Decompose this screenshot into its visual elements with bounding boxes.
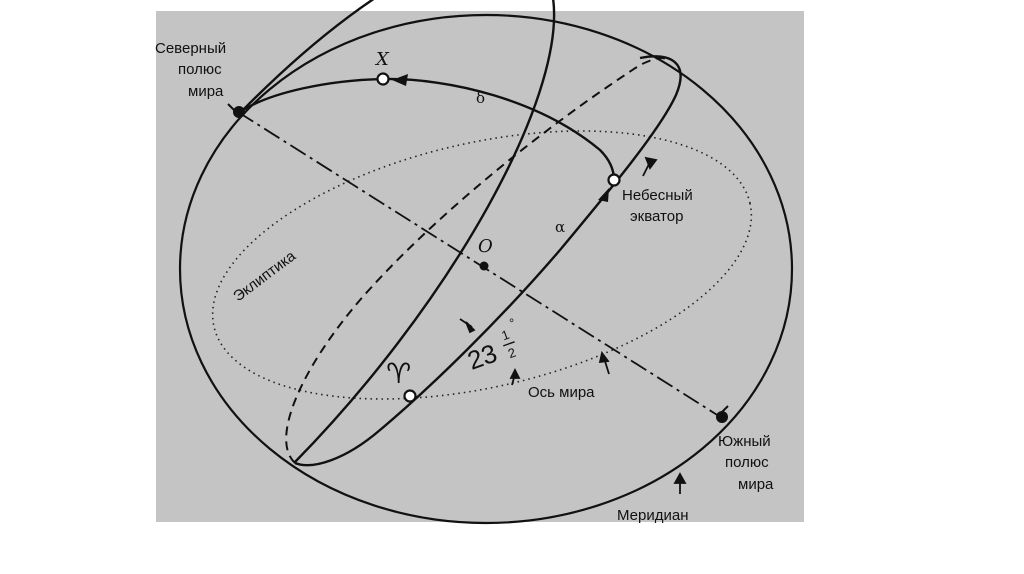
- pointer-arrows: [459, 156, 687, 494]
- delta-label: δ: [476, 89, 485, 107]
- svg-text:Небесный: Небесный: [622, 187, 693, 204]
- svg-text:1: 1: [499, 327, 511, 344]
- north-pole-point: [233, 106, 245, 118]
- declination-arc: [239, 77, 616, 181]
- svg-text:полюс: полюс: [178, 61, 222, 78]
- vernal-equinox-symbol: ♈: [386, 357, 411, 390]
- south-pole-tick: [719, 405, 729, 415]
- svg-text:°: °: [508, 315, 518, 331]
- celestial-equator-front: [241, 0, 556, 463]
- celestial-equator-label: Небесный экватор: [622, 187, 693, 225]
- declination-arrowhead: [392, 74, 408, 86]
- meridian-circle: [178, 13, 794, 525]
- celestial-equator: [285, 55, 682, 467]
- equator-point: [607, 173, 621, 187]
- ecliptic-label: Эклиптика: [230, 247, 299, 305]
- right-ascension-arrowhead: [598, 188, 609, 202]
- celestial-equator-solid: [242, 64, 679, 463]
- center-point: [479, 261, 489, 271]
- north-pole-label: Северный полюс мира: [155, 40, 226, 100]
- south-pole-point: [716, 411, 728, 423]
- meridian-label: Меридиан: [617, 507, 688, 524]
- svg-text:полюс: полюс: [725, 454, 769, 471]
- svg-text:Северный: Северный: [155, 40, 226, 57]
- svg-text:23: 23: [463, 338, 500, 376]
- alpha-label: α: [555, 218, 565, 236]
- center-label: O: [478, 236, 493, 257]
- axis-label: Ось мира: [528, 384, 595, 401]
- star-label: X: [374, 49, 390, 70]
- ecliptic-ellipse: [211, 130, 753, 400]
- star-point: [376, 72, 390, 86]
- svg-text:мира: мира: [738, 476, 774, 493]
- svg-text:мира: мира: [188, 83, 224, 100]
- svg-text:Южный: Южный: [718, 433, 771, 450]
- vernal-equinox-point: [403, 389, 417, 403]
- svg-text:экватор: экватор: [630, 208, 683, 225]
- south-pole-label: Южный полюс мира: [718, 433, 774, 493]
- svg-text:2: 2: [506, 345, 518, 362]
- north-pole-tick: [227, 103, 235, 111]
